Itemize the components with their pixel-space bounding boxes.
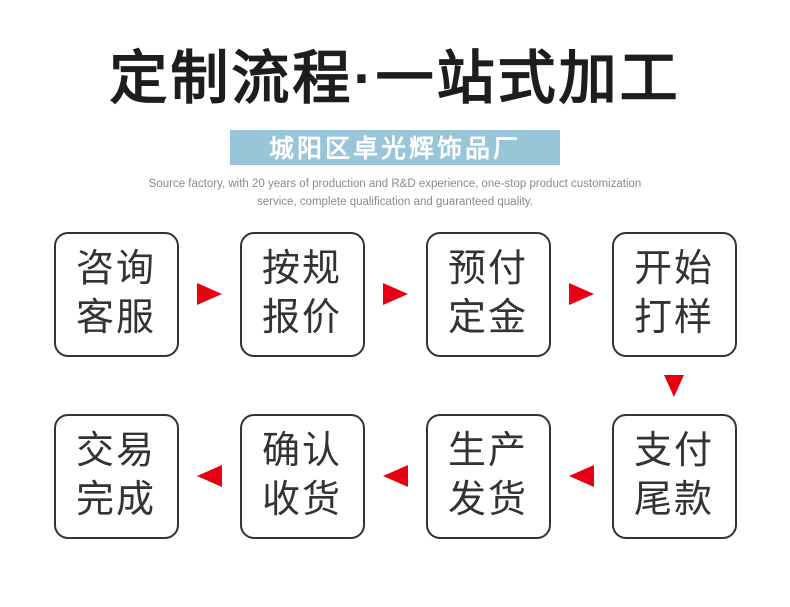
step-box-pay-balance: 支付 尾款	[611, 413, 737, 539]
step-label: 尾款	[633, 479, 714, 522]
arrow-left-icon	[382, 465, 408, 488]
process-flow-diagram: 咨询 客服 按规 报价 预付 定金 开始 打样	[0, 231, 790, 539]
step-box-prepay-deposit: 预付 定金	[425, 231, 551, 357]
factory-name-label: 城阳区卓光辉饰品厂	[268, 135, 521, 164]
arrow-right-icon	[196, 283, 222, 306]
step-label: 确认	[261, 430, 342, 473]
flow-connector-row	[54, 357, 737, 414]
step-box-consult-service: 咨询 客服	[53, 231, 179, 357]
factory-name-banner: 城阳区卓光辉饰品厂	[230, 129, 560, 165]
page-title: 定制流程·一站式加工	[109, 46, 681, 111]
step-label: 报价	[261, 297, 342, 340]
flow-row-1: 咨询 客服 按规 报价 预付 定金 开始 打样	[0, 231, 790, 357]
connector-cell	[551, 232, 612, 357]
step-label: 按规	[261, 248, 342, 291]
description-line-2: service, complete qualification and guar…	[257, 195, 533, 208]
step-label: 交易	[75, 430, 156, 473]
step-label: 客服	[75, 297, 156, 340]
arrow-left-icon	[568, 465, 594, 488]
connector-cell	[179, 232, 240, 357]
description-text: Source factory, with 20 years of product…	[0, 175, 790, 211]
step-box-production-shipping: 生产 发货	[425, 413, 551, 539]
step-box-confirm-receipt: 确认 收货	[239, 413, 365, 539]
connector-cell	[365, 232, 426, 357]
description-line-1: Source factory, with 20 years of product…	[148, 177, 642, 190]
arrow-right-icon	[568, 283, 594, 306]
step-label: 开始	[633, 248, 714, 291]
connector-cell	[551, 414, 612, 539]
step-label: 完成	[75, 479, 156, 522]
step-label: 打样	[633, 297, 714, 340]
step-label: 咨询	[75, 248, 156, 291]
step-label: 定金	[447, 297, 528, 340]
arrow-down-icon	[663, 374, 684, 397]
step-label: 发货	[447, 479, 528, 522]
step-box-transaction-complete: 交易 完成	[53, 413, 179, 539]
step-label: 收货	[261, 479, 342, 522]
arrow-left-icon	[196, 465, 222, 488]
arrow-right-icon	[382, 283, 408, 306]
step-label: 支付	[633, 430, 714, 473]
flow-row-2: 交易 完成 确认 收货 生产 发货 支付 尾款	[0, 413, 790, 539]
step-box-quote-per-spec: 按规 报价	[239, 231, 365, 357]
step-box-start-sampling: 开始 打样	[611, 231, 737, 357]
connector-cell	[365, 414, 426, 539]
step-label: 生产	[447, 430, 528, 473]
step-label: 预付	[447, 248, 528, 291]
connector-cell	[179, 414, 240, 539]
